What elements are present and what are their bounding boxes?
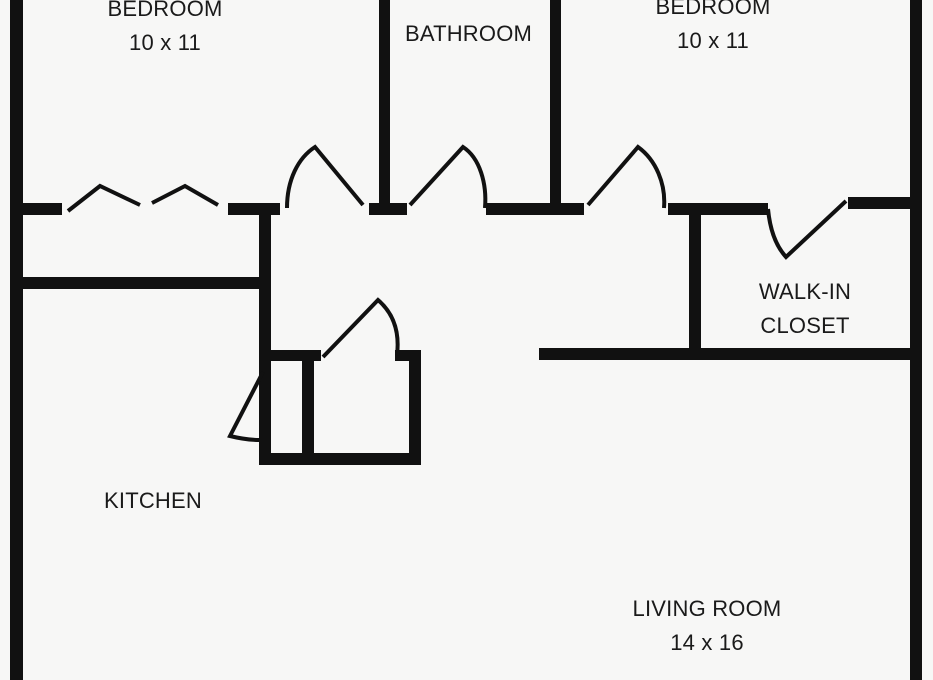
- wall-bathroom-bottom-b: [486, 203, 584, 215]
- living-room-size: 14 x 16: [670, 630, 744, 655]
- wall-closet-top-right: [848, 197, 922, 209]
- wall-linen-bottom: [10, 277, 265, 289]
- door-pantry: [321, 297, 400, 359]
- bedroom-left-name: BEDROOM: [107, 0, 223, 21]
- label-bedroom-left: BEDROOM 10 x 11: [90, 0, 240, 58]
- wall-closet-left: [689, 203, 701, 358]
- bedroom-left-size: 10 x 11: [129, 30, 201, 55]
- label-walk-in-closet: WALK-IN CLOSET: [735, 275, 875, 343]
- label-bedroom-right: BEDROOM 10 x 11: [638, 0, 788, 56]
- wall-pantry-bottom: [259, 453, 421, 465]
- walls: [10, 0, 922, 680]
- door-walk-in-closet: [766, 199, 848, 260]
- walk-in-closet-line2: CLOSET: [760, 313, 850, 338]
- wall-bathroom-right: [550, 0, 561, 214]
- door-bedroom-left: [285, 144, 365, 209]
- walk-in-closet-line1: WALK-IN: [758, 279, 852, 304]
- wall-exterior-left: [10, 0, 23, 680]
- wall-pantry-top-b: [395, 350, 421, 361]
- wall-bedroom-left-bottom-a: [10, 203, 62, 215]
- label-bathroom: BATHROOM: [390, 19, 547, 49]
- door-kitchen-closet: [227, 371, 265, 442]
- doors: [66, 144, 848, 442]
- wall-pantry-top-a: [259, 350, 321, 361]
- door-bedroom-right: [586, 144, 667, 209]
- wall-pantry-left: [259, 350, 271, 465]
- living-room-name: LIVING ROOM: [632, 596, 782, 621]
- label-living-room: LIVING ROOM 14 x 16: [612, 592, 802, 660]
- bedroom-right-name: BEDROOM: [655, 0, 771, 19]
- bifold-door-left-b: [151, 183, 219, 207]
- wall-bathroom-left: [379, 0, 390, 214]
- wall-closet-bottom: [539, 348, 922, 360]
- wall-bathroom-bottom-a: [369, 203, 407, 215]
- wall-pantry-middle: [302, 350, 314, 462]
- bathroom-name: BATHROOM: [404, 21, 533, 46]
- wall-exterior-right: [910, 0, 922, 680]
- bifold-door-left-a: [66, 183, 141, 213]
- bedroom-right-size: 10 x 11: [677, 28, 749, 53]
- wall-closet-top: [668, 203, 768, 215]
- wall-pantry-right: [409, 350, 421, 465]
- kitchen-name: KITCHEN: [104, 488, 202, 513]
- wall-bedroom-left-bottom-b: [228, 203, 280, 215]
- label-kitchen: KITCHEN: [88, 486, 218, 516]
- door-bathroom: [408, 144, 488, 209]
